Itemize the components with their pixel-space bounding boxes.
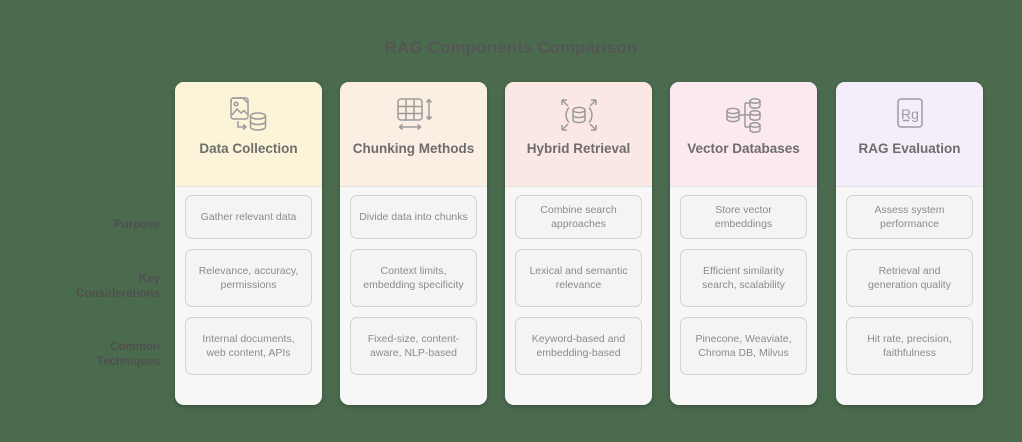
column-title-chunking-methods: Chunking Methods <box>352 141 475 156</box>
column-title-vector-databases: Vector Databases <box>687 141 800 156</box>
row-label-common-techniques-line1: Common <box>110 341 160 353</box>
column-hybrid-retrieval[interactable]: Hybrid Retrieval Combine search approach… <box>505 82 652 405</box>
svg-text:Rg: Rg <box>901 106 919 122</box>
column-header-data-collection: Data Collection <box>175 82 322 187</box>
cell-rag-evaluation-common-techniques: Hit rate, precision, faithfulness <box>846 317 973 375</box>
image-to-database-icon <box>226 94 272 136</box>
column-body-rag-evaluation: Assess system performance Retrieval and … <box>836 187 983 405</box>
row-label-common-techniques: Common Techniques <box>8 340 160 370</box>
column-header-hybrid-retrieval: Hybrid Retrieval <box>505 82 652 187</box>
column-data-collection[interactable]: Data Collection Gather relevant data Rel… <box>175 82 322 405</box>
cell-chunking-methods-common-techniques: Fixed-size, content-aware, NLP-based <box>350 317 477 375</box>
column-body-data-collection: Gather relevant data Relevance, accuracy… <box>175 187 322 405</box>
row-label-common-techniques-line2: Techniques <box>96 356 160 368</box>
column-body-chunking-methods: Divide data into chunks Context limits, … <box>340 187 487 405</box>
cell-hybrid-retrieval-purpose: Combine search approaches <box>515 195 642 239</box>
cell-rag-evaluation-key-considerations: Retrieval and generation quality <box>846 249 973 307</box>
database-tree-icon <box>721 94 767 136</box>
grid-resize-icon <box>391 94 437 136</box>
column-body-hybrid-retrieval: Combine search approaches Lexical and se… <box>505 187 652 405</box>
column-body-vector-databases: Store vector embeddings Efficient simila… <box>670 187 817 405</box>
cell-rag-evaluation-purpose: Assess system performance <box>846 195 973 239</box>
cell-hybrid-retrieval-key-considerations: Lexical and semantic relevance <box>515 249 642 307</box>
cell-chunking-methods-purpose: Divide data into chunks <box>350 195 477 239</box>
column-chunking-methods[interactable]: Chunking Methods Divide data into chunks… <box>340 82 487 405</box>
column-title-hybrid-retrieval: Hybrid Retrieval <box>526 141 631 156</box>
cell-data-collection-common-techniques: Internal documents, web content, APIs <box>185 317 312 375</box>
cell-data-collection-purpose: Gather relevant data <box>185 195 312 239</box>
rg-badge-icon: Rg <box>890 94 930 136</box>
page-title: RAG Components Comparison <box>384 38 638 57</box>
row-label-key-considerations-line1: Key <box>138 273 160 285</box>
column-header-chunking-methods: Chunking Methods <box>340 82 487 187</box>
cell-vector-databases-purpose: Store vector embeddings <box>680 195 807 239</box>
cell-data-collection-key-considerations: Relevance, accuracy, permissions <box>185 249 312 307</box>
row-label-purpose-line1: Purpose <box>113 219 160 231</box>
column-title-rag-evaluation: RAG Evaluation <box>858 141 961 156</box>
row-label-key-considerations-line2: Considerations <box>76 288 160 300</box>
column-vector-databases[interactable]: Vector Databases Store vector embeddings… <box>670 82 817 405</box>
cell-vector-databases-key-considerations: Efficient similarity search, scalability <box>680 249 807 307</box>
row-label-key-considerations: Key Considerations <box>8 272 160 302</box>
row-label-column: Purpose Key Considerations Common Techni… <box>8 82 160 412</box>
cell-vector-databases-common-techniques: Pinecone, Weaviate, Chroma DB, Milvus <box>680 317 807 375</box>
cell-chunking-methods-key-considerations: Context limits, embedding specificity <box>350 249 477 307</box>
column-rag-evaluation[interactable]: Rg RAG Evaluation Assess system performa… <box>836 82 983 405</box>
row-label-purpose: Purpose <box>8 218 160 233</box>
column-header-vector-databases: Vector Databases <box>670 82 817 187</box>
cell-hybrid-retrieval-common-techniques: Keyword-based and embedding-based <box>515 317 642 375</box>
comparison-board: Purpose Key Considerations Common Techni… <box>0 82 1022 412</box>
column-title-data-collection: Data Collection <box>199 141 298 156</box>
column-header-rag-evaluation: Rg RAG Evaluation <box>836 82 983 187</box>
database-expand-arrows-icon <box>557 94 601 136</box>
